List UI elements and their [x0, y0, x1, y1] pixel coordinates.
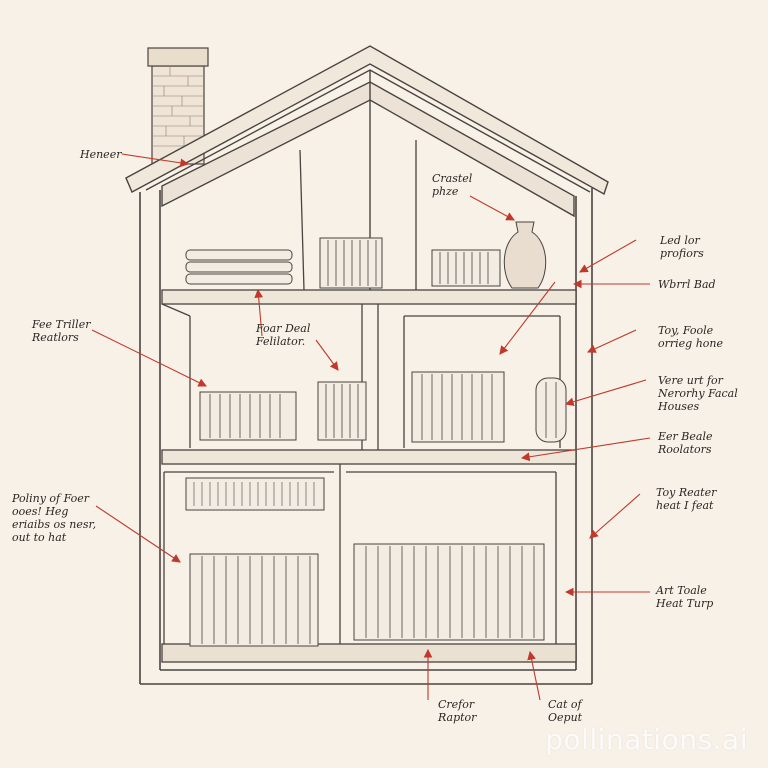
- attic-radiator-center: [319, 237, 383, 289]
- second-floor-radiator-left: [199, 391, 297, 441]
- label-art-toale: Art Toale Heat Turp: [656, 584, 714, 610]
- label-eer-beale: Eer Beale Roolators: [658, 430, 713, 456]
- house-walls: [139, 188, 593, 685]
- label-warm-bad: Wbrrl Bad: [658, 278, 716, 291]
- second-floor: [161, 303, 577, 465]
- label-crefor-raptor: Crefor Raptor: [438, 698, 477, 724]
- attic-radiator-left: [185, 249, 293, 285]
- label-cat-output: Cat of Oeput: [548, 698, 583, 724]
- label-fee-triller: Fee Triller Reatlors: [32, 318, 91, 344]
- second-floor-radiator-center: [317, 381, 367, 441]
- label-toy-reater: Toy Reater heat I feat: [656, 486, 717, 512]
- label-vere-urt: Vere urt for Nerorhy Facal Houses: [658, 374, 738, 413]
- ground-floor: [161, 464, 577, 663]
- watermark: pollinations.ai: [545, 723, 748, 756]
- label-led-profiors: Led lor profiors: [660, 234, 704, 260]
- label-pollity: Poliny of Foer ooes! Heg eriaibs os nesr…: [12, 492, 97, 544]
- radiators: [185, 237, 567, 647]
- label-toy-foole: Toy, Foole orrieg hone: [658, 324, 724, 350]
- attic-floor: [161, 140, 577, 305]
- ground-floor-panel-heater: [185, 477, 325, 511]
- roof: [125, 45, 609, 290]
- second-floor-radiator-right: [411, 371, 505, 443]
- ground-floor-radiator-large: [353, 543, 545, 641]
- vase-drawing: [503, 221, 547, 289]
- label-foar-deal: Foar Deal Felilator.: [256, 322, 311, 348]
- label-heater: Heneer: [80, 148, 122, 161]
- callout-arrows: [91, 153, 651, 701]
- ground-floor-radiator-left: [189, 553, 319, 647]
- second-floor-radiator-side: [535, 377, 567, 443]
- chimney: [147, 47, 209, 165]
- label-crested-plate: Crastel phze: [432, 172, 473, 198]
- attic-radiator-right: [431, 249, 501, 287]
